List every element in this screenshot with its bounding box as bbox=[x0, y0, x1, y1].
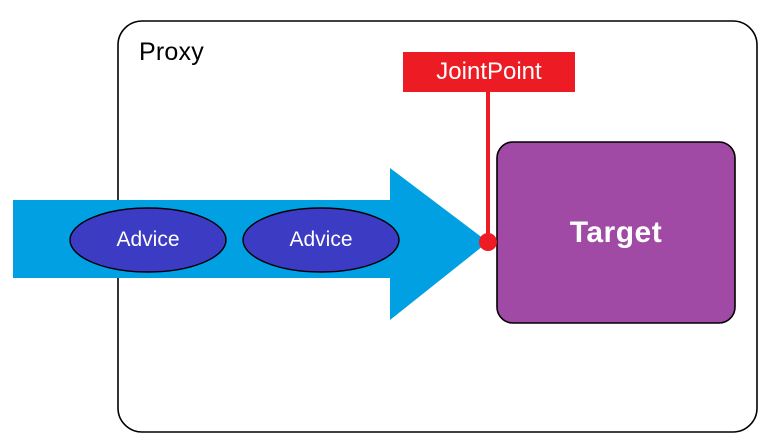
jointpoint-dot-icon bbox=[479, 233, 497, 251]
target-box[interactable] bbox=[496, 141, 736, 324]
advice-2-ellipse[interactable] bbox=[242, 207, 400, 273]
jointpoint-box[interactable] bbox=[403, 52, 575, 92]
advice-1-ellipse[interactable] bbox=[69, 207, 227, 273]
